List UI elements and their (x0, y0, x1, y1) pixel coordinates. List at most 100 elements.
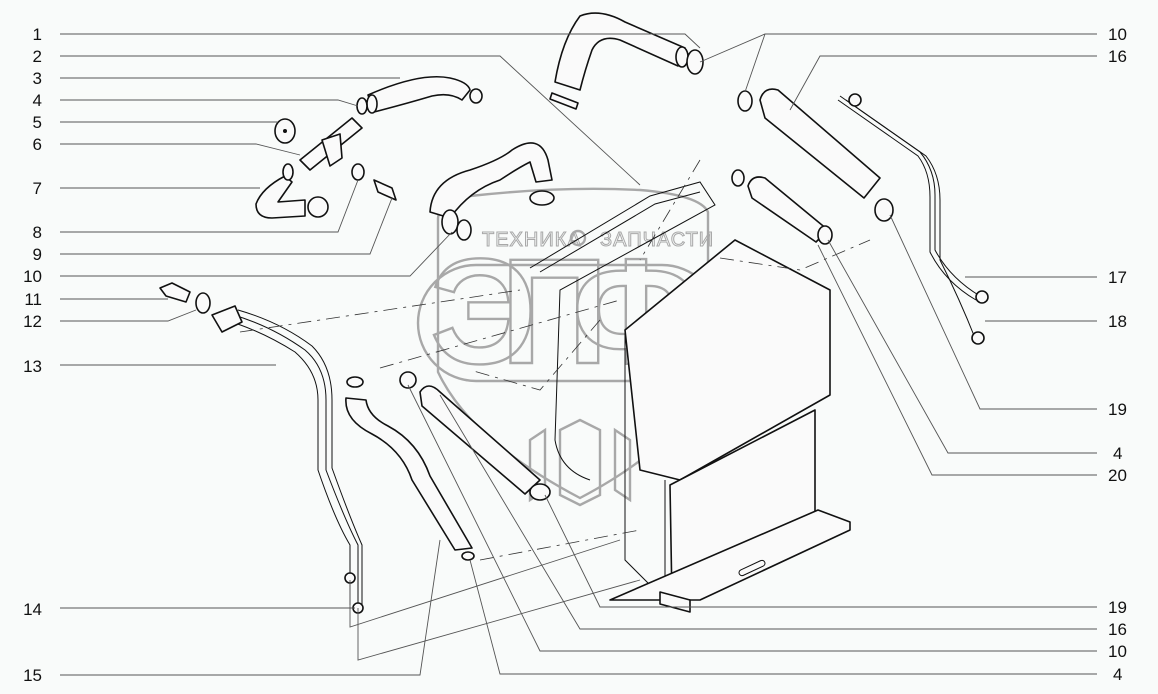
callout-left-10: 10 (23, 267, 42, 286)
callout-left-1: 1 (33, 25, 42, 44)
radiator-top-pipe (529, 181, 716, 481)
watermark-text-left: ТЕХНИКА (482, 229, 582, 251)
hose-15 (345, 397, 473, 551)
callout-left-4: 4 (33, 91, 42, 110)
assembly-line (639, 159, 701, 261)
leader-2 (60, 55, 641, 186)
callout-right-16b: 16 (1108, 620, 1127, 639)
watermark-text-right: ЗАПЧАСТИ (600, 229, 714, 251)
callout-left-6: 6 (33, 135, 42, 154)
radiator-side (624, 330, 666, 602)
leader-15 (60, 539, 441, 676)
callout-right-17: 17 (1108, 268, 1127, 287)
fitting-12 (211, 305, 243, 333)
hose-right-mid (747, 176, 829, 243)
clamp-10-right (737, 90, 753, 112)
leader-1 (60, 33, 701, 49)
callout-left-5: 5 (33, 113, 42, 132)
washer-8 (351, 163, 365, 181)
callout-left-15: 15 (23, 666, 42, 685)
clamp-10-center-b (456, 219, 472, 241)
assembly-line (469, 319, 601, 391)
hose-1 (554, 12, 686, 91)
washer-5-hole (283, 129, 287, 133)
clamp-lower-hose1 (549, 92, 579, 110)
clamp-right-mid (731, 169, 745, 187)
assembly-line (239, 289, 521, 333)
radiator-shroud (624, 239, 831, 481)
leader-right-4 (827, 239, 1097, 454)
callout-left-8: 8 (33, 223, 42, 242)
gear-icon (569, 229, 587, 247)
clamp-near-hose-3 (469, 88, 483, 104)
nut-top-right (848, 93, 862, 107)
nut-17 (975, 290, 989, 304)
leader-right-20 (817, 244, 1097, 476)
nut-18 (971, 331, 985, 345)
callout-right-10b: 10 (1108, 642, 1127, 661)
leader-14 (60, 539, 641, 661)
callout-left-12: 12 (23, 312, 42, 331)
parts-drawing (159, 12, 989, 614)
callout-left-3: 3 (33, 69, 42, 88)
leader-4 (60, 99, 359, 107)
callout-right-18: 18 (1108, 312, 1127, 331)
leader-right-16b (439, 394, 1097, 630)
hose-3 (367, 75, 471, 113)
hose-16-lower (419, 385, 541, 495)
pipe-18 (845, 99, 976, 339)
clamp-15-top (346, 376, 364, 388)
clamp-4-right (817, 225, 833, 245)
clamp-10-lower (399, 371, 417, 389)
callout-right-19: 19 (1108, 400, 1127, 419)
callout-left-2: 2 (33, 47, 42, 66)
callout-left-7: 7 (33, 179, 42, 198)
clamp-10-center (441, 209, 459, 235)
pipe-13b (229, 313, 359, 606)
leader-8 (60, 179, 359, 233)
hose-7 (255, 175, 306, 219)
pipe-13c (237, 309, 363, 608)
bolt-11 (159, 282, 191, 303)
base-slot (738, 559, 766, 577)
leader-right-10 (699, 33, 1097, 93)
pipe-17 (839, 95, 981, 297)
callout-right-19b: 19 (1108, 598, 1127, 617)
pipe-13 (224, 319, 351, 605)
clamp-15-bottom (461, 551, 475, 561)
leader-right-16 (789, 55, 1097, 111)
clamp-19-lower (529, 483, 551, 501)
clamp-top-center (529, 190, 555, 206)
hose-1-end (675, 46, 689, 68)
leader-10 (60, 231, 453, 277)
callout-right-10: 10 (1108, 25, 1127, 44)
leader-9 (60, 197, 393, 255)
callout-left-9: 9 (33, 245, 42, 264)
hose-3-end (366, 94, 378, 114)
leader-right-4b (469, 559, 1097, 675)
callout-right-20: 20 (1108, 466, 1127, 485)
assembly-line (379, 299, 621, 369)
callout-left-13: 13 (23, 357, 42, 376)
leader-right-19b (544, 494, 1097, 608)
clamp-7 (282, 163, 294, 181)
left-callouts: 1 2 3 4 5 6 7 8 9 10 11 12 13 14 15 (23, 25, 701, 685)
washer-12 (195, 292, 211, 314)
clamp-19 (874, 198, 894, 222)
callout-right-4: 4 (1113, 444, 1122, 463)
assembly-line (719, 239, 871, 271)
bolt-9 (373, 179, 397, 201)
bracket-6 (321, 133, 343, 167)
callout-right-4b: 4 (1113, 665, 1122, 684)
hose-center (429, 142, 553, 219)
right-callouts: 10 16 17 18 19 4 20 19 16 10 4 (407, 25, 1127, 684)
hose-16 (759, 88, 881, 199)
assembly-line (479, 529, 641, 561)
leader-right-19 (889, 214, 1097, 410)
clamp-4 (356, 97, 368, 115)
leader-right-10b (407, 384, 1097, 652)
leader-6 (60, 143, 301, 156)
callout-left-14: 14 (23, 600, 42, 619)
clamp-10-top (686, 49, 704, 75)
